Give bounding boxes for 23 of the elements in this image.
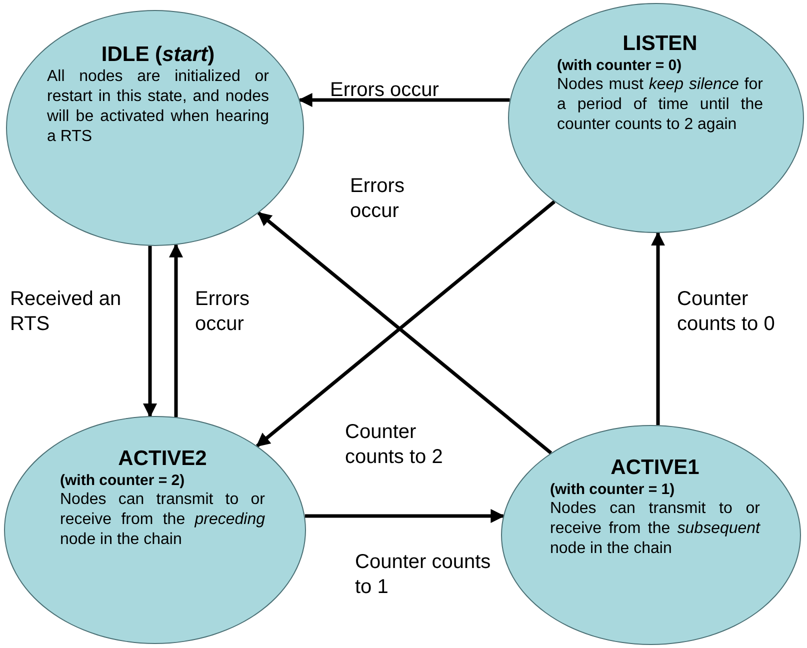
state-description: Nodes must keep silence for a period of time until the counter counts to 2 again: [557, 75, 763, 135]
state-title: LISTEN: [622, 32, 698, 56]
edge-label: Errors occur: [195, 287, 250, 337]
arrow: [304, 509, 505, 523]
edge-label: Counter counts to 1: [355, 550, 492, 600]
edge-label: Counter counts to 0: [677, 287, 776, 337]
edge-label: Received an RTS: [10, 287, 122, 337]
state-title: ACTIVE2: [117, 447, 208, 471]
arrow: [169, 243, 183, 418]
state-description: All nodes are initialized or restart in this state, and nodes will be activated when hearing a RTS: [47, 67, 269, 147]
state-subtitle: (with counter = 0): [557, 56, 683, 75]
edge-label: Errors occur: [350, 174, 406, 224]
state-subtitle: (with counter = 1): [550, 480, 676, 499]
state-title: IDLE (start): [100, 43, 216, 67]
state-title: ACTIVE1: [610, 456, 700, 480]
arrow: [651, 232, 665, 426]
arrow: [143, 246, 157, 418]
state-description: Nodes can transmit to or receive from the subsequent node in the chain: [550, 499, 760, 559]
arrow: [298, 93, 510, 107]
state-subtitle: (with counter = 2): [60, 471, 186, 490]
edge-label: Errors occur: [330, 78, 440, 103]
edge-label: Counter counts to 2: [345, 420, 444, 470]
state-description: Nodes can transmit to or receive from the preceding node in the chain: [60, 490, 265, 550]
